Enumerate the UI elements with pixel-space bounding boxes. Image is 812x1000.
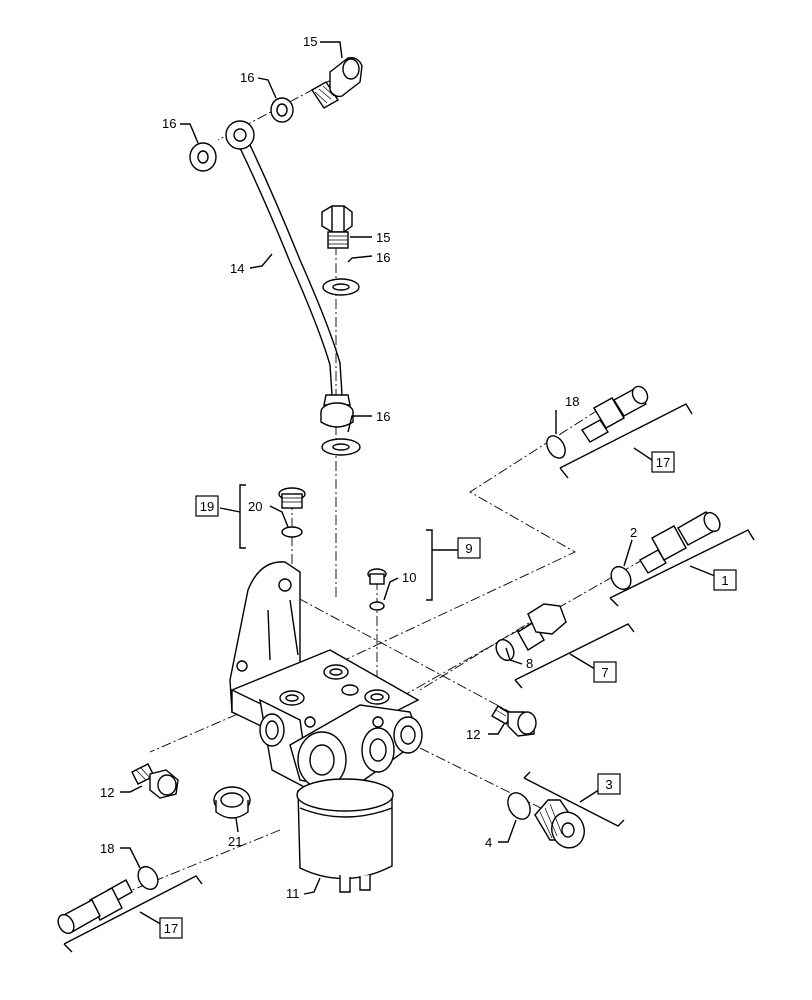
- bolt-12-left: [131, 763, 179, 799]
- callout-18-lower: 18: [100, 841, 114, 856]
- plug-3: [534, 799, 585, 849]
- callout-9: 9: [465, 541, 472, 556]
- kit-17-lower-box: [159, 917, 183, 939]
- callout-16-lower: 16: [376, 409, 390, 424]
- o-ring-18-upper: [546, 435, 566, 459]
- callout-4: 4: [485, 835, 492, 850]
- callout-15-middle: 15: [376, 230, 390, 245]
- callout-21: 21: [228, 834, 242, 849]
- callout-8: 8: [526, 656, 533, 671]
- center-lines: [119, 71, 661, 896]
- callout-16-top-left: 16: [162, 116, 176, 131]
- plug-21: [213, 786, 251, 819]
- callout-7: 7: [601, 665, 608, 680]
- kit-7-box: [593, 661, 617, 683]
- o-ring-20: [281, 526, 303, 538]
- kit-brackets: [63, 403, 755, 953]
- callout-11: 11: [286, 886, 300, 901]
- callout-17-upper: 17: [656, 455, 670, 470]
- o-ring-8: [495, 638, 515, 662]
- callout-17-lower: 17: [164, 921, 178, 936]
- o-ring-2: [610, 565, 632, 591]
- banjo-bolt-middle: [321, 205, 353, 249]
- callout-3: 3: [605, 777, 612, 792]
- plug-7: [517, 603, 567, 651]
- callout-10: 10: [402, 570, 416, 585]
- callout-16-middle: 16: [376, 250, 390, 265]
- plug-10: [367, 568, 387, 585]
- callout-12-left: 12: [100, 785, 114, 800]
- callout-18-upper: 18: [565, 394, 579, 409]
- callout-20: 20: [248, 499, 262, 514]
- o-ring-10: [369, 601, 385, 611]
- callout-12-right: 12: [466, 727, 480, 742]
- leader-lines: [120, 41, 633, 895]
- hose-fitting-1: [639, 511, 721, 574]
- o-ring-4: [507, 792, 531, 820]
- kit-19-box: [195, 495, 219, 517]
- callout-16-top-right: 16: [240, 70, 254, 85]
- kit-9-box: [457, 537, 481, 559]
- callout-14: 14: [230, 261, 244, 276]
- kit-3-box: [597, 773, 621, 795]
- callout-19: 19: [200, 499, 214, 514]
- callout-1: 1: [721, 573, 728, 588]
- callout-15-top: 15: [303, 34, 317, 49]
- filter-assembly-11: [229, 561, 423, 893]
- fuel-pipe: [225, 120, 354, 428]
- kit-17-upper-box: [651, 451, 675, 473]
- callout-2: 2: [630, 525, 637, 540]
- o-ring-18-lower: [137, 865, 159, 891]
- kit-1-box: [713, 569, 737, 591]
- bolt-12-right: [491, 705, 537, 737]
- banjo-bolt-top: [311, 56, 363, 109]
- hose-fitting-17-upper: [580, 385, 649, 443]
- hose-fitting-17-lower: [57, 879, 133, 935]
- plug-20: [278, 487, 306, 509]
